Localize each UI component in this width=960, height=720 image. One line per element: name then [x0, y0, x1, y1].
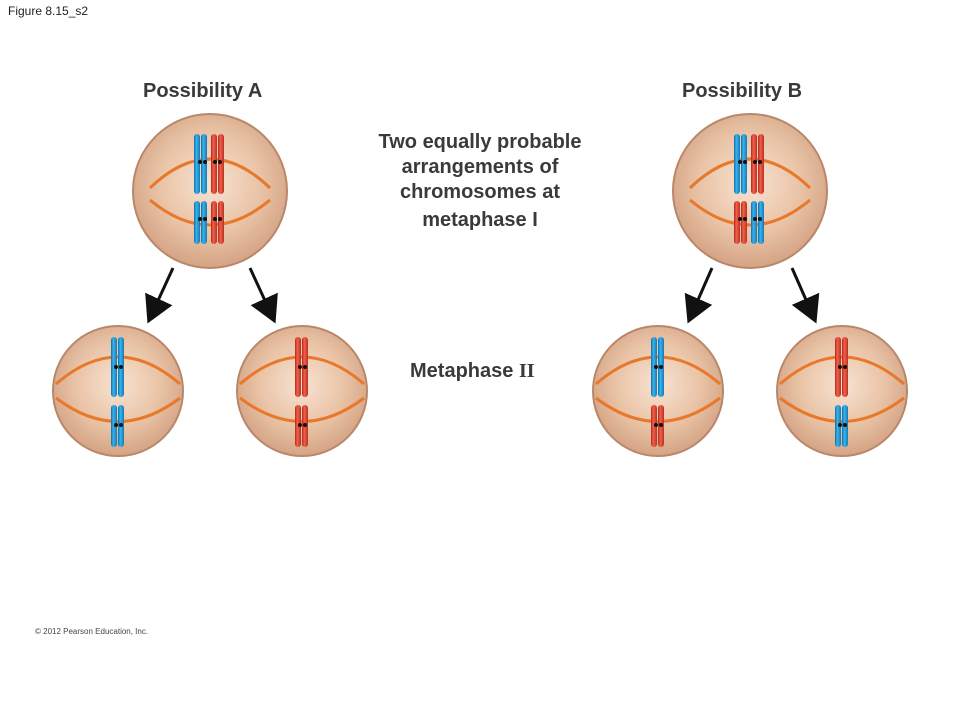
chromosome-red [211, 201, 224, 244]
metaphase-one-cell-a [132, 113, 288, 269]
chromosome-red [295, 405, 308, 447]
chromosome-red [211, 134, 224, 194]
chromosome-blue [194, 201, 207, 244]
chromosome-red [651, 405, 664, 447]
metaphase-one-caption: Two equally probable arrangements of chr… [350, 130, 610, 233]
chromosome-blue [651, 337, 664, 397]
chromosome-blue [734, 134, 747, 194]
arrow-icon [145, 267, 175, 324]
cell-body [132, 113, 288, 269]
chromosome-blue [751, 201, 764, 244]
division-arrows [145, 267, 820, 324]
possibility-a-heading: Possibility A [143, 80, 263, 102]
chromosome-blue [194, 134, 207, 194]
spindle-fiber [688, 157, 812, 190]
metaphase-word: Metaphase [410, 360, 519, 382]
possibility-b-heading: Possibility B [682, 80, 803, 102]
metaphase-two-cell-b1 [592, 325, 724, 457]
arrow-icon [684, 267, 714, 324]
metaphase-one-cell-b [672, 113, 828, 269]
chromosome-red [751, 134, 764, 194]
spindle-fiber [149, 198, 271, 227]
arrow-icon [790, 267, 820, 324]
chromosome-red [295, 337, 308, 397]
caption-line: metaphase I [422, 209, 538, 231]
roman-numeral-two: II [518, 360, 535, 382]
chromosome-red [835, 337, 848, 397]
chromosome-blue [111, 405, 124, 447]
metaphase-two-cell-a1 [52, 325, 184, 457]
metaphase-two-label: Metaphase II [410, 360, 535, 383]
chromosome-red [734, 201, 747, 244]
caption-line: chromosomes at [399, 181, 561, 203]
cell-body [672, 113, 828, 269]
spindle-fiber [689, 198, 811, 227]
caption-line: arrangements of [401, 156, 559, 178]
copyright-notice: © 2012 Pearson Education, Inc. [35, 627, 149, 636]
caption-line: Two equally probable [378, 131, 582, 153]
metaphase-two-cell-a2 [236, 325, 368, 457]
chromosome-blue [835, 405, 848, 447]
arrow-icon [248, 267, 278, 324]
figure-label: Figure 8.15_s2 [8, 4, 89, 18]
spindle-fiber [148, 157, 272, 190]
chromosome-blue [111, 337, 124, 397]
metaphase-two-cell-b2 [776, 325, 908, 457]
